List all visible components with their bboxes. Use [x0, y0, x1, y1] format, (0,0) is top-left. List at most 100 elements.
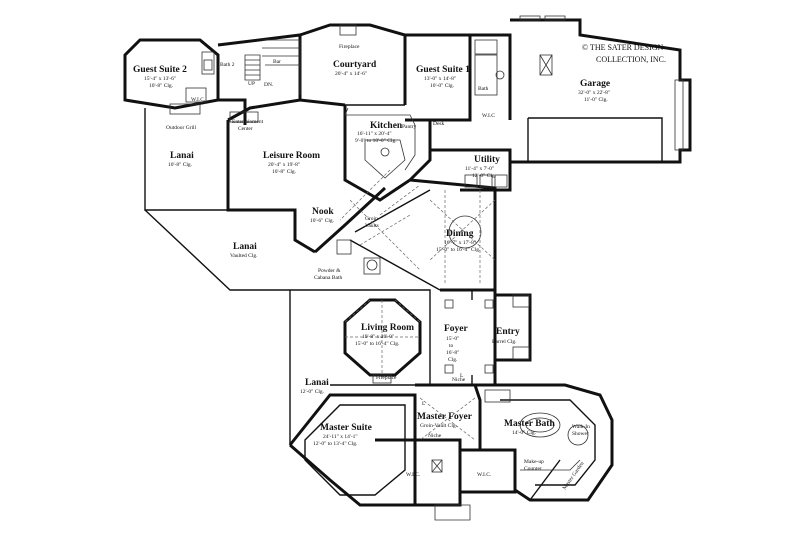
room-label-living-room: Living Room 19'-8" x 20'-0" 15'-0" to 16… — [355, 323, 414, 347]
room-name: Dining — [446, 229, 474, 239]
room-label-guest-suite-1: Guest Suite 1 13'-0" x 14'-8" 10'-0" Clg… — [416, 65, 470, 89]
room-label-leisure-room: Leisure Room 20'-4" x 19'-8" 10'-8" Clg. — [263, 151, 320, 175]
room-name: Garage — [580, 79, 610, 89]
groin-vaults-label-1: Groin — [365, 216, 378, 222]
room-dims-2: 15'-0" to 16'-4" Clg. — [436, 247, 481, 253]
room-dims-1: 19'-8" x 20'-0" — [362, 334, 394, 340]
room-name: Lanai — [233, 242, 257, 252]
pantry-label: Pantry — [402, 124, 417, 130]
room-dims-2: 12'-0" to 13'-4" Clg. — [313, 441, 358, 447]
room-name: Foyer — [444, 324, 469, 334]
room-name: Entry — [496, 327, 520, 337]
room-label-master-suite: Master Suite 24'-11" x 14'-1" 12'-0" to … — [313, 423, 372, 447]
room-label-foyer: Foyer 15'-0" to 16'-8" Clg. — [444, 324, 469, 363]
room-name: Kitchen — [370, 121, 403, 131]
room-dims-1: Barrel Clg. — [492, 339, 517, 345]
desk-label: Desk — [433, 121, 445, 127]
foyer-l-label: L — [460, 373, 464, 379]
room-name: Master Bath — [504, 419, 555, 429]
powder-label-1: Powder & — [318, 268, 341, 274]
room-label-lanai-lower: Lanai 12'-0" Clg. — [300, 378, 329, 395]
outdoor-grill-label: Outdoor Grill — [166, 125, 197, 131]
room-name: Utility — [474, 155, 500, 165]
room-name: Master Suite — [320, 423, 372, 433]
room-dims-1: 10'-6" Clg. — [310, 218, 335, 224]
walkin-shower-label-1: Walk-In — [572, 424, 590, 430]
niche-foyer-label: Niche — [452, 377, 466, 383]
room-dims-1: 14'-0" Clg. — [512, 430, 537, 436]
room-dims-2: 12'-0" Clg. — [472, 173, 497, 179]
wic-guest2-label: W.I.C. — [191, 97, 206, 103]
room-dims-1: Vaulted Clg. — [230, 253, 258, 259]
room-label-entry: Entry Barrel Clg. — [492, 327, 520, 345]
room-label-lanai-upper: Lanai 10'-8" Clg. — [168, 151, 194, 168]
room-name: Guest Suite 1 — [416, 65, 470, 75]
room-dims-2: to — [449, 343, 454, 349]
room-name: Nook — [312, 207, 334, 217]
room-dims-1: 11'-4" x 7'-0" — [465, 166, 494, 172]
room-name: Lanai — [170, 151, 194, 161]
room-dims-2: 11'-0" Clg. — [584, 97, 608, 103]
copyright-line-2: COLLECTION, INC. — [596, 55, 666, 64]
fireplace-label-top: Fireplace — [339, 44, 360, 50]
wic-master-2-label: W.I.C. — [477, 472, 492, 478]
room-dims-1: 16'-11" x 20'-4" — [357, 131, 392, 137]
room-label-dining: Dining 16'-7" x 17'-8" 15'-0" to 16'-4" … — [436, 229, 481, 253]
room-dims-1: 20'-4" x 14'-6" — [335, 71, 367, 77]
entertainment-label-1: Entertainment — [232, 119, 264, 125]
bath-guest1-label: Bath — [478, 86, 489, 92]
wic-guest1-label: W.I.C — [482, 113, 495, 119]
makeup-label-1: Make-up — [524, 459, 544, 465]
master-l-label: L — [422, 401, 426, 407]
room-label-kitchen: Kitchen 16'-11" x 20'-4" 9'-0" to 10'-0"… — [355, 121, 403, 144]
room-dims-4: Clg. — [448, 357, 458, 363]
room-dims-1: 20'-4" x 19'-8" — [268, 162, 300, 168]
room-dims-1: 13'-0" x 14'-8" — [424, 76, 456, 82]
stairs-up-label: UP — [248, 81, 255, 87]
room-dims-3: 16'-8" — [446, 350, 459, 356]
room-label-master-bath: Master Bath 14'-0" Clg. — [504, 419, 555, 436]
room-name: Lanai — [305, 378, 329, 388]
walkin-shower-label-2: Shower — [572, 431, 589, 437]
room-label-lanai-vaulted: Lanai Vaulted Clg. — [230, 242, 258, 259]
room-dims-1: Groin-Vault Clg. — [420, 423, 458, 429]
bar-label: Bar — [273, 59, 281, 65]
room-dims-2: 10'-8" Clg. — [149, 83, 174, 89]
bath2-label: Bath 2 — [220, 62, 235, 68]
room-name: Master Foyer — [417, 412, 473, 422]
room-dims-1: 16'-7" x 17'-8" — [444, 240, 476, 246]
groin-vaults-label-2: Vaults — [365, 223, 379, 229]
room-dims-2: 10'-8" Clg. — [272, 169, 297, 175]
stairs-down-label: DN. — [264, 82, 274, 88]
room-name: Living Room — [361, 323, 414, 333]
room-dims-1: 15'-4" x 13'-6" — [144, 76, 176, 82]
room-label-nook: Nook 10'-6" Clg. — [310, 207, 335, 224]
room-label-master-foyer: Master Foyer Groin-Vault Clg. — [417, 412, 473, 429]
room-dims-2: 10'-0" Clg. — [430, 83, 455, 89]
wic-master-1-label: W.I.C. — [406, 472, 421, 478]
fireplace-label-living: Fireplace — [376, 375, 397, 381]
copyright-line-1: © THE SATER DESIGN — [582, 43, 663, 52]
room-dims-1: 10'-8" Clg. — [168, 162, 193, 168]
niche-master-label: Niche — [428, 433, 442, 439]
room-dims-1: 15'-0" — [446, 336, 459, 342]
room-dims-2: 15'-0" to 16'-4" Clg. — [355, 341, 400, 347]
room-name: Guest Suite 2 — [133, 65, 187, 75]
room-name: Courtyard — [333, 60, 377, 70]
copyright-notice: © THE SATER DESIGN COLLECTION, INC. — [582, 43, 666, 64]
entertainment-label-2: Center — [238, 126, 253, 132]
room-dims-1: 24'-11" x 14'-1" — [323, 434, 358, 440]
room-dims-2: 9'-0" to 10'-0" Clg. — [355, 138, 397, 144]
makeup-label-2: Counter — [524, 466, 542, 472]
room-dims-1: 32'-0" x 22'-8" — [578, 90, 610, 96]
room-label-guest-suite-2: Guest Suite 2 15'-4" x 13'-6" 10'-8" Clg… — [133, 65, 187, 89]
room-dims-1: 12'-0" Clg. — [300, 389, 325, 395]
fixtures — [169, 15, 684, 521]
room-label-courtyard: Courtyard 20'-4" x 14'-6" — [333, 60, 377, 77]
room-label-garage: Garage 32'-0" x 22'-8" 11'-0" Clg. — [578, 79, 610, 103]
powder-label-2: Cabana Bath — [314, 275, 343, 281]
room-name: Leisure Room — [263, 151, 320, 161]
exterior-walls — [123, 18, 692, 507]
room-label-utility: Utility 11'-4" x 7'-0" 12'-0" Clg. — [465, 155, 500, 179]
